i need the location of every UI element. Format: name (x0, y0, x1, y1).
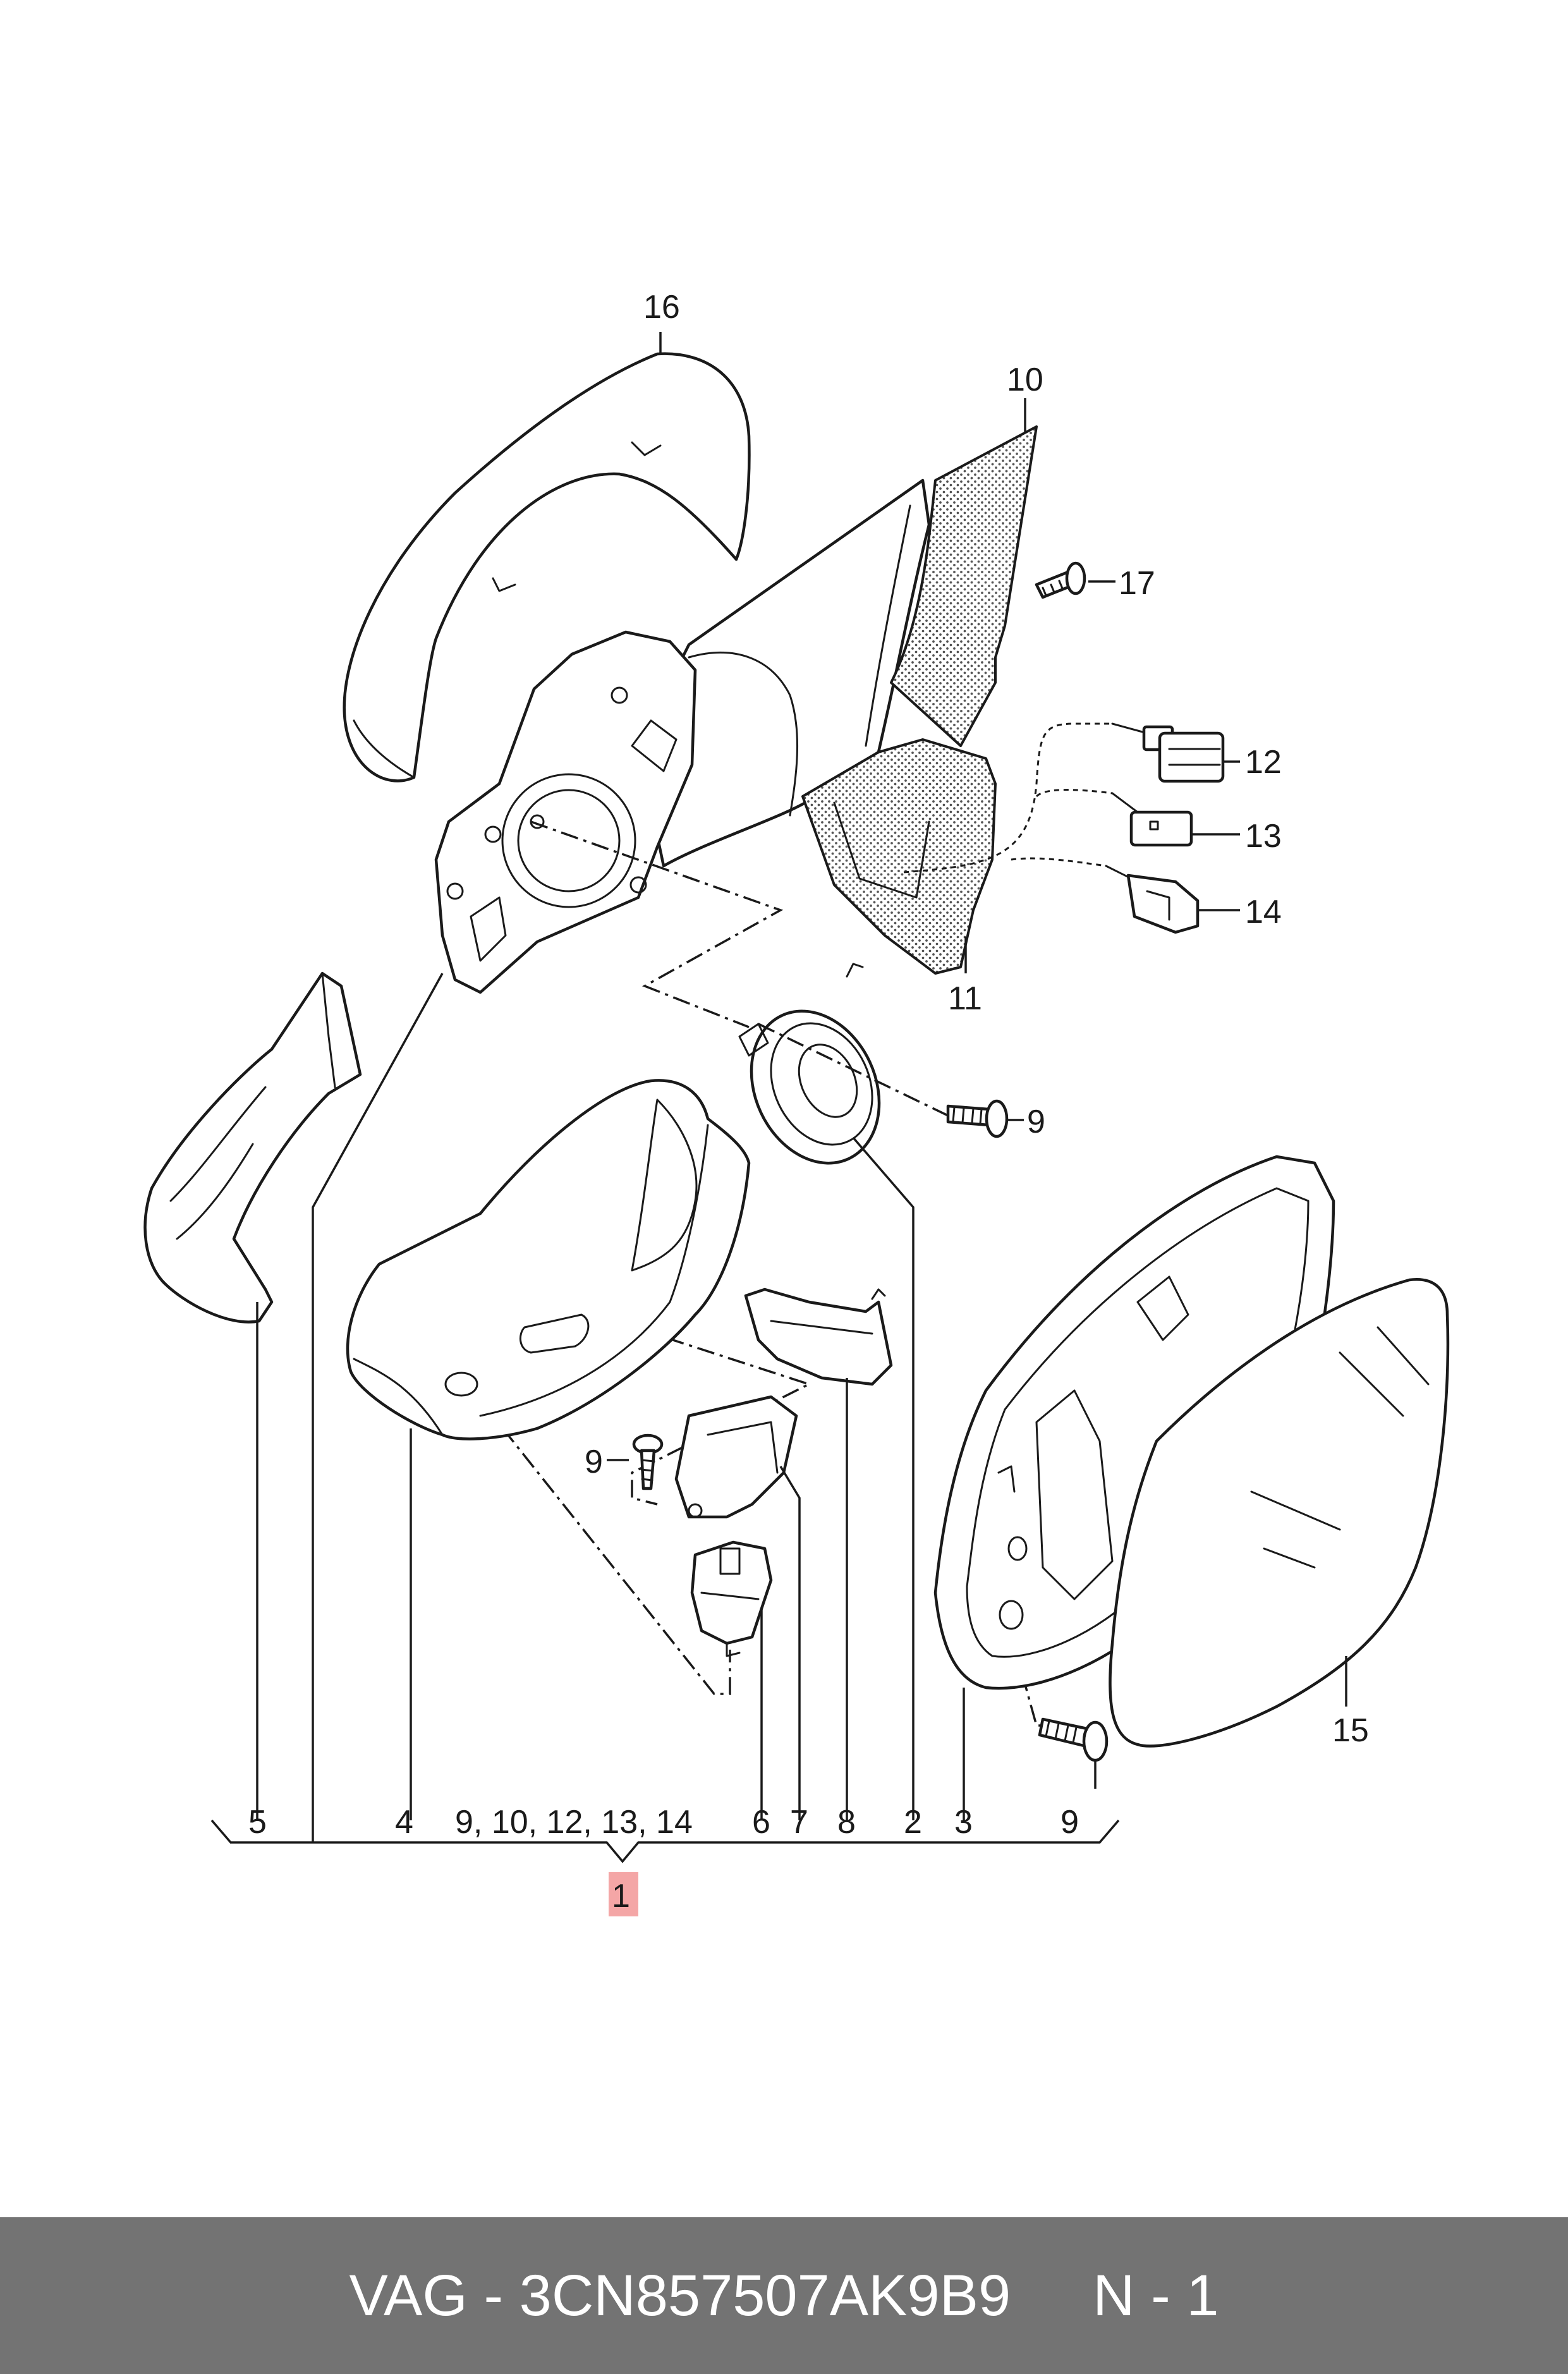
callout-11: 11 (948, 980, 982, 1017)
callout-17: 17 (1119, 565, 1155, 602)
label-8: 8 (837, 1804, 856, 1841)
callout-14: 14 (1245, 894, 1282, 930)
label-group: 9, 10, 12, 13, 14 (455, 1804, 693, 1841)
connector-part-14 (1105, 865, 1240, 934)
mirror-glass-part-15 (1109, 1278, 1450, 1748)
bracket-part-7 (674, 1395, 798, 1519)
seal-part-10 (890, 425, 1038, 747)
screw-holder (607, 1434, 664, 1490)
label-3: 3 (954, 1804, 973, 1841)
motor-bracket-plate (434, 630, 697, 994)
wiring-harness (903, 722, 1113, 874)
callout-15: 15 (1332, 1712, 1369, 1749)
callout-16: 16 (643, 289, 680, 326)
screw-part-17 (1035, 561, 1115, 599)
mirror-cap-part-16 (343, 352, 751, 782)
footer-part-number: VAG - 3CN857507AK9B9 (349, 2263, 1011, 2328)
footer-page: N - 1 (1093, 2263, 1219, 2328)
label-4: 4 (395, 1804, 413, 1841)
turn-signal-part-5 (143, 971, 362, 1324)
connector-part-13 (1111, 792, 1240, 847)
callout-9-bottom: 9 (1061, 1804, 1079, 1841)
callout-9-holder: 9 (585, 1444, 603, 1480)
label-6: 6 (752, 1804, 770, 1841)
puddle-light-part-8 (744, 1287, 893, 1386)
callout-13: 13 (1245, 818, 1282, 855)
label-2: 2 (904, 1804, 922, 1841)
assembly-highlight (609, 1872, 638, 1916)
mirror-housing-part-4 (346, 1079, 751, 1440)
screw-bottom (1038, 1717, 1109, 1762)
seal-part-11 (801, 738, 997, 975)
assembly-label-1: 1 (612, 1878, 630, 1914)
footer-bar: VAG - 3CN857507AK9B9 N - 1 (0, 2217, 1568, 2374)
callout-9-motor: 9 (1027, 1104, 1045, 1140)
label-9: 9 (1061, 1804, 1079, 1841)
mirror-adjuster-motor (738, 963, 881, 1165)
screw-motor (946, 1099, 1024, 1138)
label-7: 7 (790, 1804, 808, 1841)
leader-lines (256, 332, 1347, 1842)
exploded-parts-diagram: 12 13 14 17 9 (143, 289, 1450, 1916)
callout-12: 12 (1245, 744, 1282, 781)
callout-10: 10 (1007, 362, 1043, 398)
label-5: 5 (248, 1804, 267, 1841)
unit-part-6 (690, 1540, 773, 1657)
connector-part-12 (1111, 722, 1240, 783)
assembly-brace (210, 1819, 1120, 1863)
